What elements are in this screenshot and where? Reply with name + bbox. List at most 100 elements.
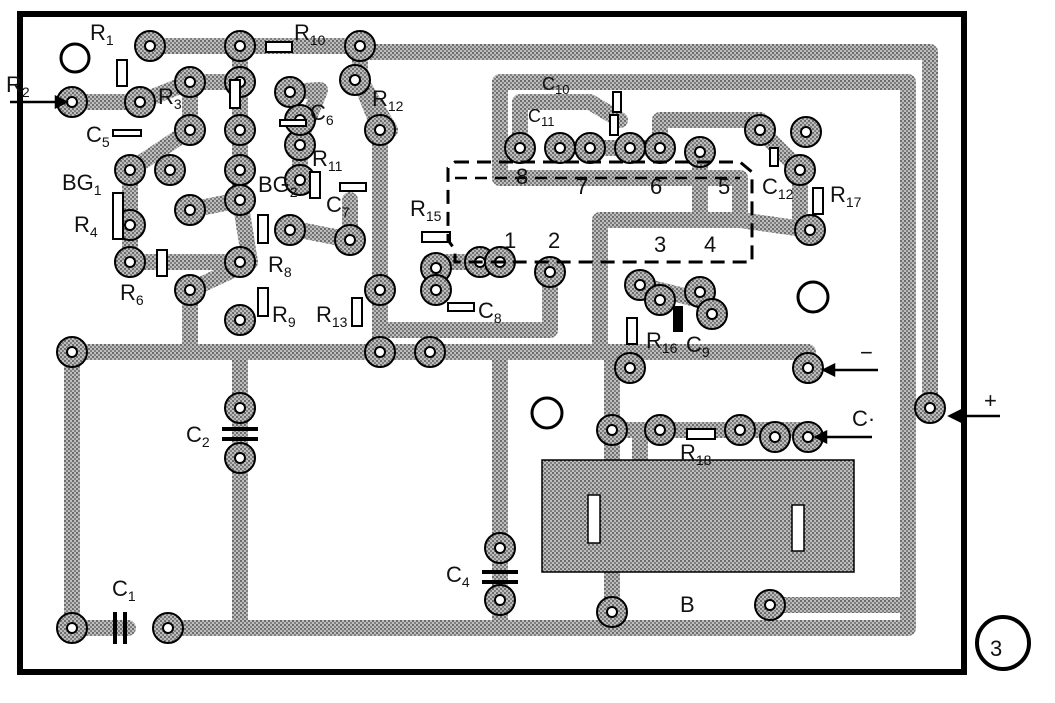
resistor-r6-body <box>156 249 168 277</box>
solder-pad-hole <box>234 194 246 206</box>
solder-pad-hole <box>654 294 666 306</box>
solder-pad-hole <box>804 224 816 236</box>
label-bg2: BG2 <box>258 172 298 200</box>
solder-pad-hole <box>584 142 596 154</box>
resistor-r1-body <box>116 59 128 87</box>
solder-pad-hole <box>514 142 526 154</box>
solder-pad-hole <box>794 164 806 176</box>
label-r16: R16 <box>646 328 678 356</box>
resistor-r17-body <box>812 187 824 215</box>
label-c9: C9 <box>686 332 710 360</box>
label-r3: R3 <box>158 84 182 112</box>
solder-pad-hole <box>349 74 361 86</box>
label-plus: + <box>984 388 997 413</box>
resistor-r4-body <box>112 192 124 240</box>
figure-number-circle <box>975 615 1031 671</box>
capacitor-c7-body <box>339 182 367 192</box>
switch-pos-6: 6 <box>650 174 662 199</box>
mounting-holes <box>59 42 830 430</box>
solder-pad-hole <box>294 174 306 186</box>
label-c7: C7 <box>326 192 350 220</box>
label-c2: C2 <box>186 422 210 450</box>
labels: R1 R2 R3 C5 C6 BG1 BG2 R4 R6 R8 R9 R10 R… <box>6 20 1002 661</box>
mounting-hole-right <box>796 280 830 314</box>
component-bodies <box>112 41 824 440</box>
capacitor-c6-body <box>279 119 307 127</box>
solder-pad-hole <box>624 142 636 154</box>
solder-pad-hole <box>754 124 766 136</box>
solder-pad-hole <box>284 224 296 236</box>
solder-pad-hole <box>654 142 666 154</box>
solder-pad-hole <box>374 124 386 136</box>
solder-pad-hole <box>234 452 246 464</box>
solder-pad-hole <box>66 346 78 358</box>
solder-pad-hole <box>184 204 196 216</box>
mounting-hole-center <box>530 396 564 430</box>
label-r10: R10 <box>294 20 326 48</box>
solder-pad-hole <box>706 308 718 320</box>
resistor-bg2-bias-body <box>309 171 321 199</box>
switch-position-numbers: 1 2 3 4 5 6 7 8 <box>504 164 730 257</box>
label-battery: B <box>680 592 695 617</box>
capacitor-c8-body <box>447 302 475 312</box>
solder-pad-hole <box>344 234 356 246</box>
solder-pad-hole <box>66 622 78 634</box>
label-bg1: BG1 <box>62 170 102 198</box>
switch-pos-4: 4 <box>704 232 716 257</box>
capacitor-plates <box>113 427 518 644</box>
resistor-r15-body <box>421 231 451 243</box>
solder-pad-hole <box>800 126 812 138</box>
solder-pad-hole <box>606 606 618 618</box>
label-c-input: C· <box>852 406 875 431</box>
arrow-c-head <box>813 429 828 445</box>
label-r11: R11 <box>312 146 343 174</box>
solder-pad-hole <box>354 40 366 52</box>
switch-pos-7: 7 <box>576 174 588 199</box>
solder-pad-hole <box>802 362 814 374</box>
resistor-r9-body <box>257 287 269 317</box>
label-r9: R9 <box>272 302 296 330</box>
solder-pad-hole <box>124 164 136 176</box>
solder-pad-hole <box>554 142 566 154</box>
switch-pos-8: 8 <box>516 164 528 189</box>
solder-pad-hole <box>234 124 246 136</box>
solder-pad-hole <box>124 219 136 231</box>
label-r17: R17 <box>830 182 862 210</box>
label-c11: C11 <box>528 106 555 129</box>
capacitor-c10-body <box>612 91 622 113</box>
solder-pad-hole <box>606 424 618 436</box>
arrow-r2-head <box>54 94 69 110</box>
label-c10: C10 <box>542 74 569 97</box>
solder-pad-hole <box>924 402 936 414</box>
solder-pad-hole <box>184 124 196 136</box>
resistor-r3-body <box>229 79 241 109</box>
solder-pad-hole <box>624 362 636 374</box>
label-r2: R2 <box>6 72 30 100</box>
label-r12: R12 <box>372 86 404 114</box>
solder-pad-hole <box>164 164 176 176</box>
resistor-r10-body <box>265 41 293 53</box>
solder-pad-hole <box>124 256 136 268</box>
mounting-hole-top-left <box>59 42 91 74</box>
switch-outline-dashed <box>446 160 754 264</box>
label-c6: C6 <box>310 100 334 128</box>
solder-pad-hole <box>764 599 776 611</box>
label-c1: C1 <box>112 576 136 604</box>
solder-pad-hole <box>184 76 196 88</box>
arrow-minus-head <box>821 362 836 378</box>
resistor-r13-body <box>351 297 363 327</box>
battery-slot-right <box>791 504 805 552</box>
label-minus: − <box>860 340 873 365</box>
solder-pad-hole <box>234 256 246 268</box>
capacitor-c9-body <box>673 306 683 332</box>
solder-pad-hole <box>769 431 781 443</box>
solder-pad-hole <box>162 622 174 634</box>
label-r8: R8 <box>268 252 292 280</box>
solder-pad-hole <box>234 40 246 52</box>
input-arrows <box>10 94 1000 445</box>
switch-pos-1: 1 <box>504 228 516 253</box>
resistor-r16-body <box>626 317 638 345</box>
solder-pad-hole <box>494 594 506 606</box>
